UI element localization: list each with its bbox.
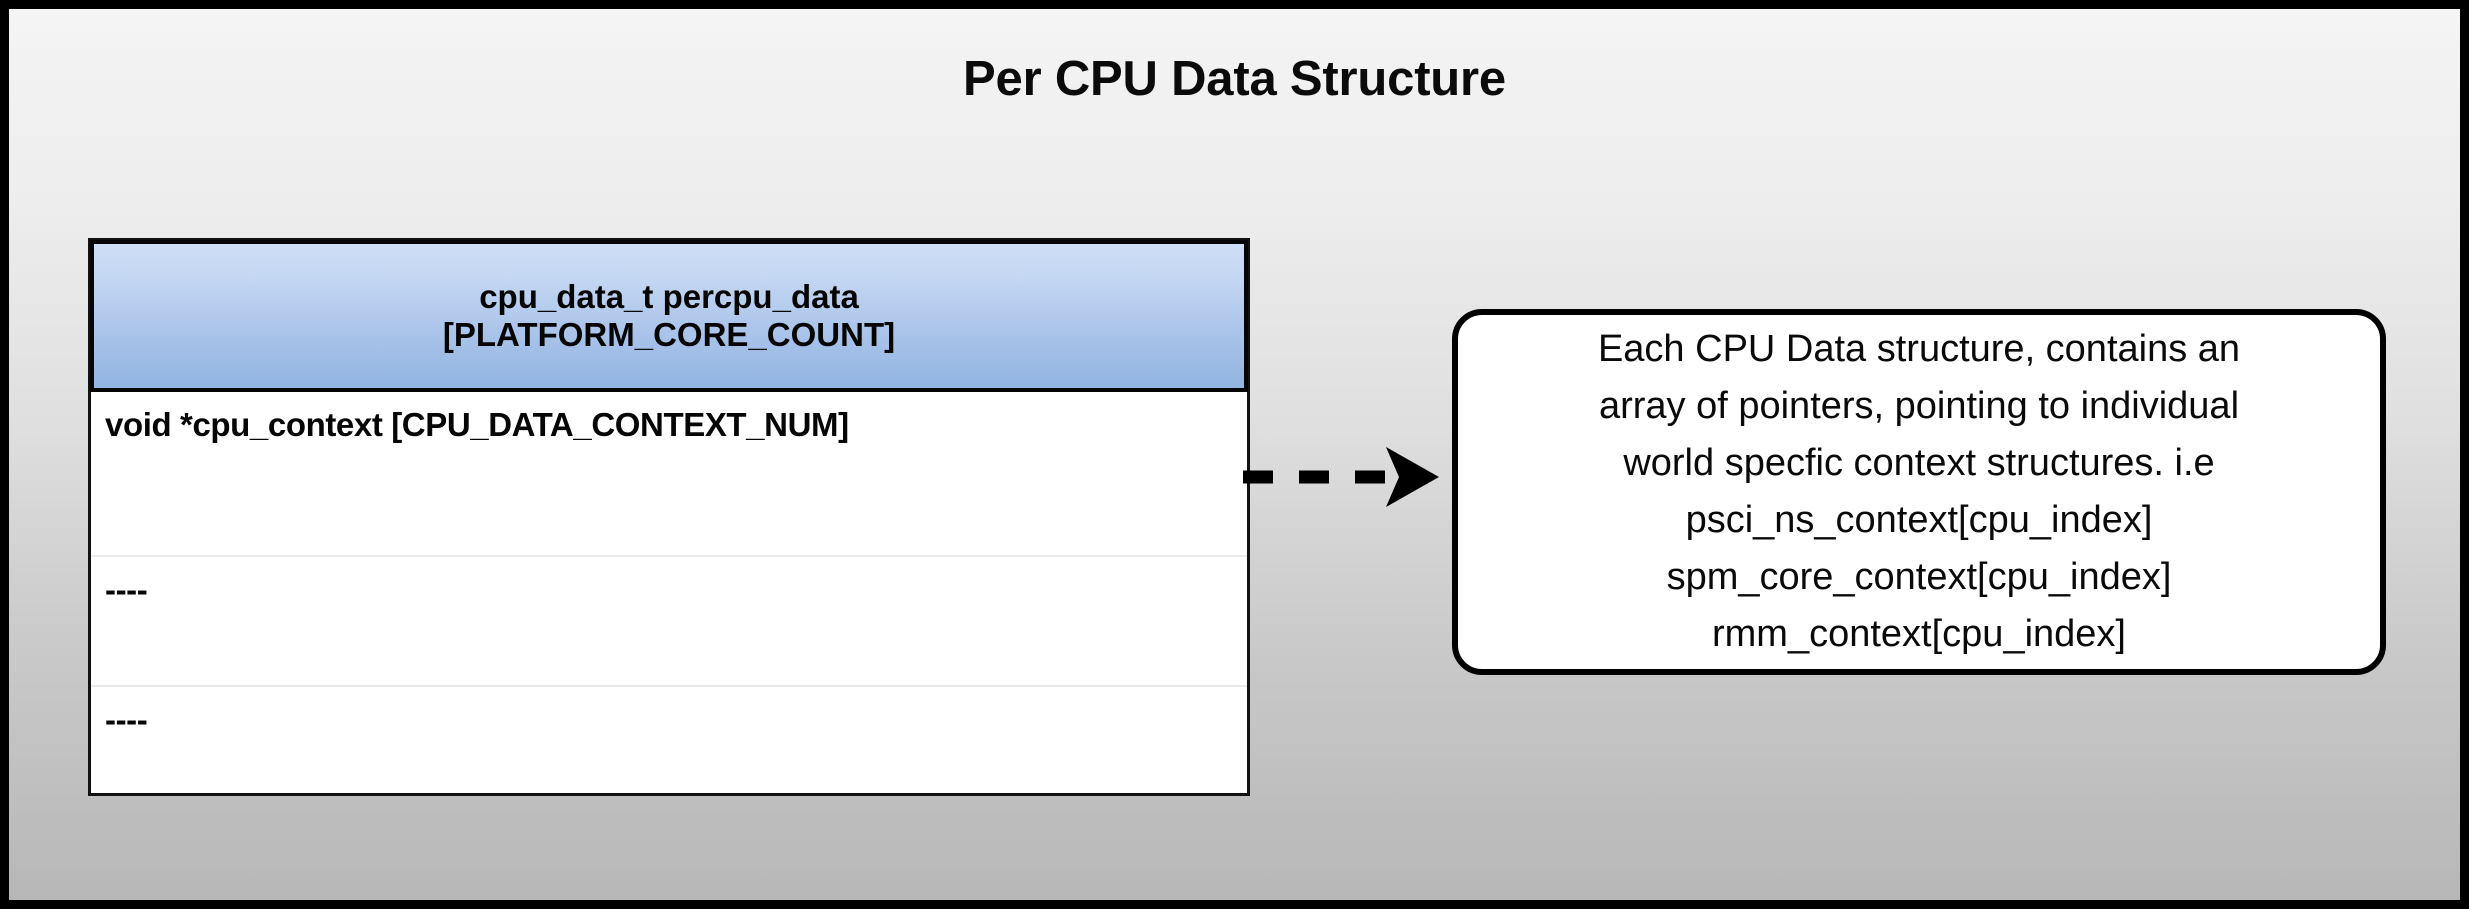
dashed-arrow-icon bbox=[1243, 447, 1439, 507]
struct-field-placeholder-1: ---- bbox=[105, 571, 148, 608]
table-row: ---- bbox=[91, 685, 1247, 793]
note-callout-text: Each CPU Data structure, contains an arr… bbox=[1597, 328, 2241, 655]
struct-header-line-1: cpu_data_t percpu_data bbox=[479, 277, 859, 315]
struct-header-line-2: [PLATFORM_CORE_COUNT] bbox=[442, 316, 896, 353]
struct-table-header: cpu_data_t percpu_data [PLATFORM_CORE_CO… bbox=[90, 240, 1248, 392]
table-row: ---- bbox=[91, 555, 1247, 685]
struct-field-cpu-context: void *cpu_context [CPU_DATA_CONTEXT_NUM] bbox=[105, 406, 849, 443]
table-row: void *cpu_context [CPU_DATA_CONTEXT_NUM] bbox=[91, 392, 1247, 555]
note-callout: Each CPU Data structure, contains an arr… bbox=[1452, 309, 2386, 675]
struct-field-placeholder-2: ---- bbox=[105, 701, 148, 738]
page-title: Per CPU Data Structure bbox=[963, 52, 1506, 106]
struct-table: cpu_data_t percpu_data [PLATFORM_CORE_CO… bbox=[88, 238, 1250, 796]
